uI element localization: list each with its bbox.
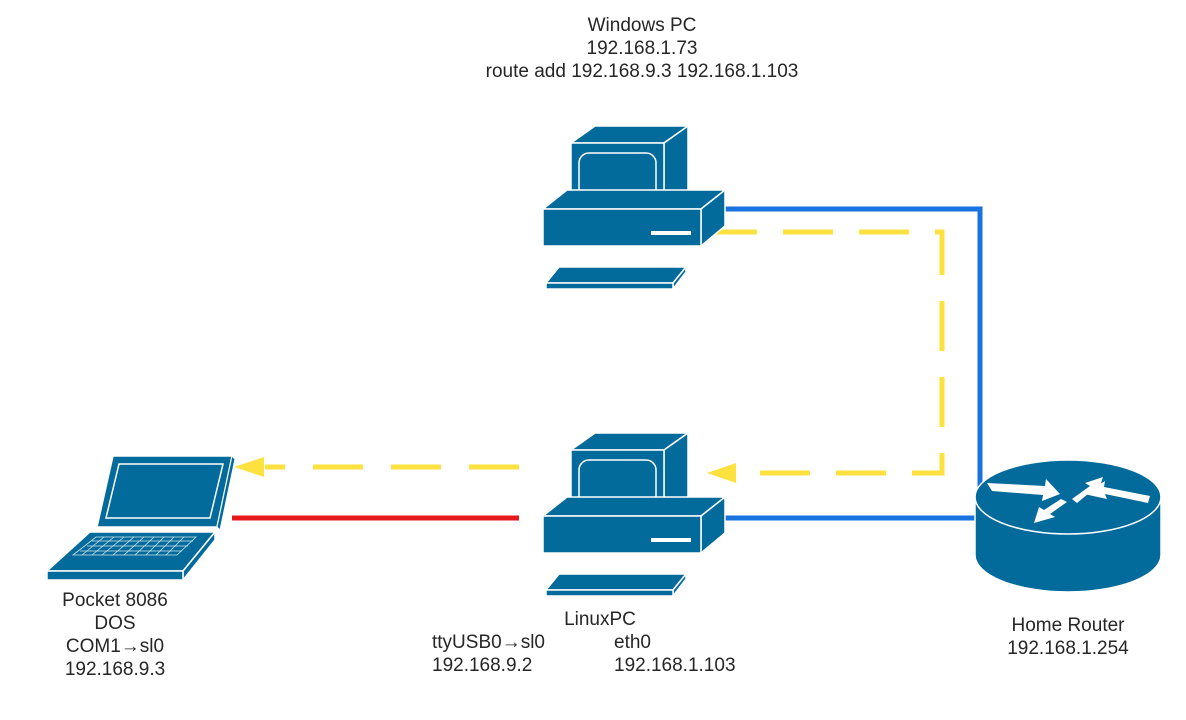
home-router-label: Home Router 192.168.1.254 (968, 614, 1168, 660)
linux-pc-name: LinuxPC (564, 609, 636, 630)
ethernet-link-windows-router (707, 206, 983, 518)
linux-pc-device[interactable] (542, 432, 726, 597)
pocket-8086-name: Pocket 8086 (62, 590, 168, 611)
windows-pc-label: Windows PC 192.168.1.73 route add 192.16… (432, 14, 852, 83)
windows-pc-route-command: route add 192.168.9.3 192.168.1.103 (485, 61, 799, 82)
windows-pc-device[interactable] (542, 125, 726, 290)
pocket-8086-label: Pocket 8086 DOS COM1→sl0 192.168.9.3 (20, 589, 210, 681)
linux-pc-serial-iface-label: ttyUSB0→sl0 192.168.9.2 (432, 631, 545, 677)
route-arrowhead-pocket (234, 457, 264, 477)
pocket-8086-interface: COM1→sl0 (65, 636, 165, 657)
route-arrowhead-linux (707, 463, 736, 483)
pocket-8086-os: DOS (94, 613, 136, 634)
laptop-icon (45, 454, 236, 583)
linux-pc-eth-ip: 192.168.1.103 (614, 655, 736, 676)
linux-pc-serial-iface: ttyUSB0→sl0 (432, 632, 545, 653)
home-router-name: Home Router (1011, 615, 1125, 636)
windows-pc-name: Windows PC (587, 15, 697, 36)
linux-pc-eth-iface: eth0 (614, 632, 651, 653)
linux-pc-eth-iface-label: eth0 192.168.1.103 (614, 631, 736, 677)
desktop-computer-icon (542, 432, 726, 597)
home-router-device[interactable] (974, 459, 1162, 593)
route-path-windows-to-linux (707, 229, 945, 476)
pocket-8086-ip: 192.168.9.3 (64, 659, 166, 680)
home-router-ip: 192.168.1.254 (1007, 638, 1129, 659)
router-icon (974, 459, 1162, 593)
pocket-8086-device[interactable] (45, 454, 236, 583)
desktop-computer-icon (542, 125, 726, 290)
windows-pc-ip: 192.168.1.73 (586, 38, 698, 59)
linux-pc-serial-ip: 192.168.9.2 (432, 655, 533, 676)
